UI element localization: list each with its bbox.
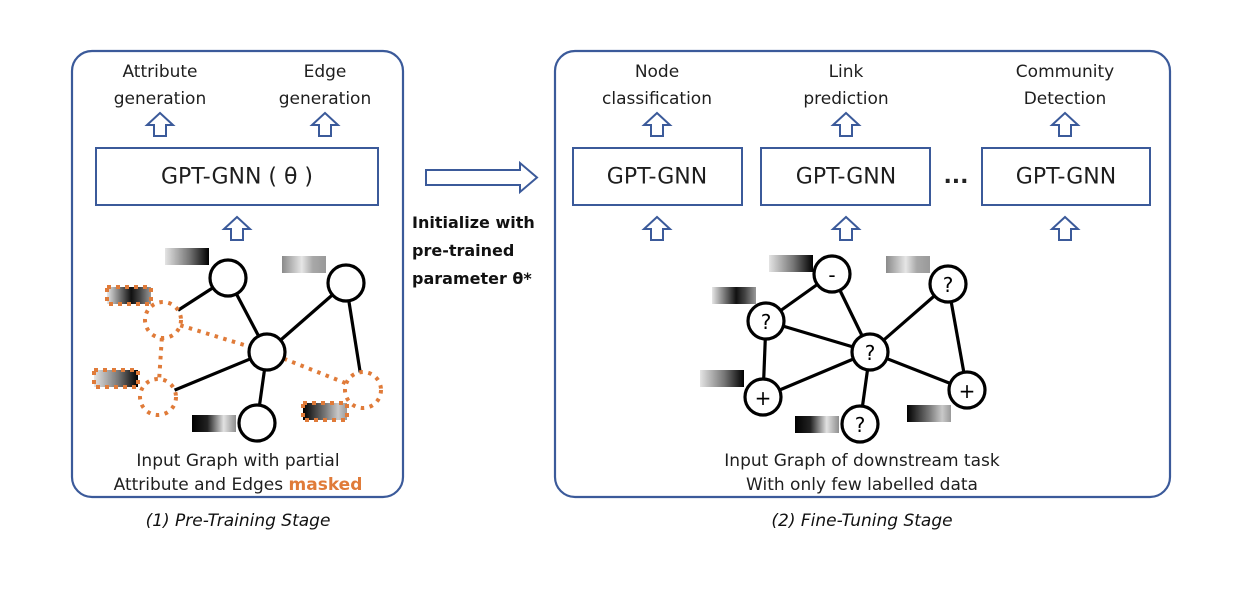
graph-node [840, 404, 880, 444]
pretraining-panel: Attribute generation Edge generation GPT… [70, 49, 405, 531]
attribute-bar [282, 256, 326, 273]
graph-node [208, 258, 248, 298]
masked-attribute-bar [94, 370, 138, 387]
graph-edge [157, 350, 268, 399]
attribute-mask-outline [92, 368, 140, 389]
graph-node [746, 301, 786, 341]
positive-label-icon: + [959, 379, 976, 403]
task-label-link-prediction-line1: Link [829, 62, 864, 82]
finetune-model-label: GPT-GNN [607, 165, 707, 190]
masked-attribute-bar [107, 287, 151, 304]
task-label-node-classification-line1: Node [635, 62, 679, 82]
transfer-label-line2: pre-trained [412, 241, 514, 260]
pretrain-caption: (1) Pre-Training Stage [146, 511, 331, 531]
graph-node [247, 332, 287, 372]
transfer-section: Initialize with pre-trained parameter θ* [412, 160, 539, 288]
graph-node [928, 264, 968, 304]
attribute-mask-outline [301, 401, 349, 422]
finetune-description-line2: With only few labelled data [746, 475, 978, 495]
pretrain-input-graph [92, 248, 383, 443]
attribute-bar [907, 405, 951, 422]
pretrain-model-label: GPT-GNN ( θ ) [161, 165, 313, 190]
unknown-label-icon: ? [865, 341, 876, 365]
masked-node [138, 377, 178, 417]
task-label-attribute-generation-line2: generation [114, 89, 206, 109]
task-label-community-detection-line2: Detection [1024, 89, 1107, 109]
up-arrow-icon [641, 215, 673, 241]
finetune-model-label: GPT-GNN [796, 165, 896, 190]
attribute-mask-outline [105, 285, 153, 306]
graph-node [812, 254, 852, 294]
negative-label-icon: - [828, 263, 835, 287]
masked-node [143, 300, 183, 340]
graph-node [237, 403, 277, 443]
task-label-attribute-generation-line1: Attribute [122, 62, 197, 82]
masked-attribute-bar [303, 403, 347, 420]
unknown-label-icon: ? [943, 273, 954, 297]
unknown-label-icon: ? [761, 310, 772, 334]
graph-node [947, 370, 987, 410]
task-label-edge-generation-line1: Edge [304, 62, 347, 82]
up-arrow-icon [830, 215, 862, 241]
finetune-model-box-link-prediction [760, 147, 931, 206]
finetune-model-label: GPT-GNN [1016, 165, 1116, 190]
attribute-bar [886, 256, 930, 273]
up-arrow-icon [1049, 215, 1081, 241]
attribute-bar [712, 287, 756, 304]
pretrain-model-box [95, 147, 379, 206]
masked-highlight: masked [289, 475, 363, 495]
up-arrow-icon [144, 111, 176, 137]
graph-node [326, 263, 366, 303]
right-arrow-icon [425, 160, 539, 195]
attribute-bar [795, 416, 839, 433]
finetune-model-box-node-classification [572, 147, 743, 206]
finetune-model-box-community-detection [981, 147, 1151, 206]
task-label-link-prediction-line2: prediction [803, 89, 888, 109]
positive-label-icon: + [755, 386, 772, 410]
up-arrow-icon [1049, 111, 1081, 137]
task-label-edge-generation-line2: generation [279, 89, 371, 109]
graph-node [850, 332, 890, 372]
masked-node [343, 370, 383, 410]
pretrain-description-line1: Input Graph with partial [136, 451, 339, 471]
more-tasks-ellipsis: ... [943, 164, 968, 189]
transfer-label-line3: parameter θ* [412, 269, 532, 288]
up-arrow-icon [221, 215, 253, 241]
finetune-caption: (2) Fine-Tuning Stage [771, 511, 952, 531]
unknown-label-icon: ? [855, 413, 866, 437]
graph-node [743, 377, 783, 417]
up-arrow-icon [309, 111, 341, 137]
pretrain-description-line2: Attribute and Edges masked [114, 475, 363, 495]
finetune-input-graph: -??? +? + [700, 254, 987, 444]
attribute-bar [165, 248, 209, 265]
attribute-bar [700, 370, 744, 387]
up-arrow-icon [830, 111, 862, 137]
task-label-community-detection-line1: Community [1016, 62, 1114, 82]
finetune-description-line1: Input Graph of downstream task [724, 451, 1000, 471]
pretrain-description-prefix: Attribute and Edges [114, 475, 289, 495]
up-arrow-icon [641, 111, 673, 137]
finetuning-panel: Node classification Link prediction Comm… [553, 49, 1172, 531]
transfer-label-line1: Initialize with [412, 213, 535, 232]
attribute-bar [769, 255, 813, 272]
attribute-bar [192, 415, 236, 432]
task-label-node-classification-line2: classification [602, 89, 712, 109]
